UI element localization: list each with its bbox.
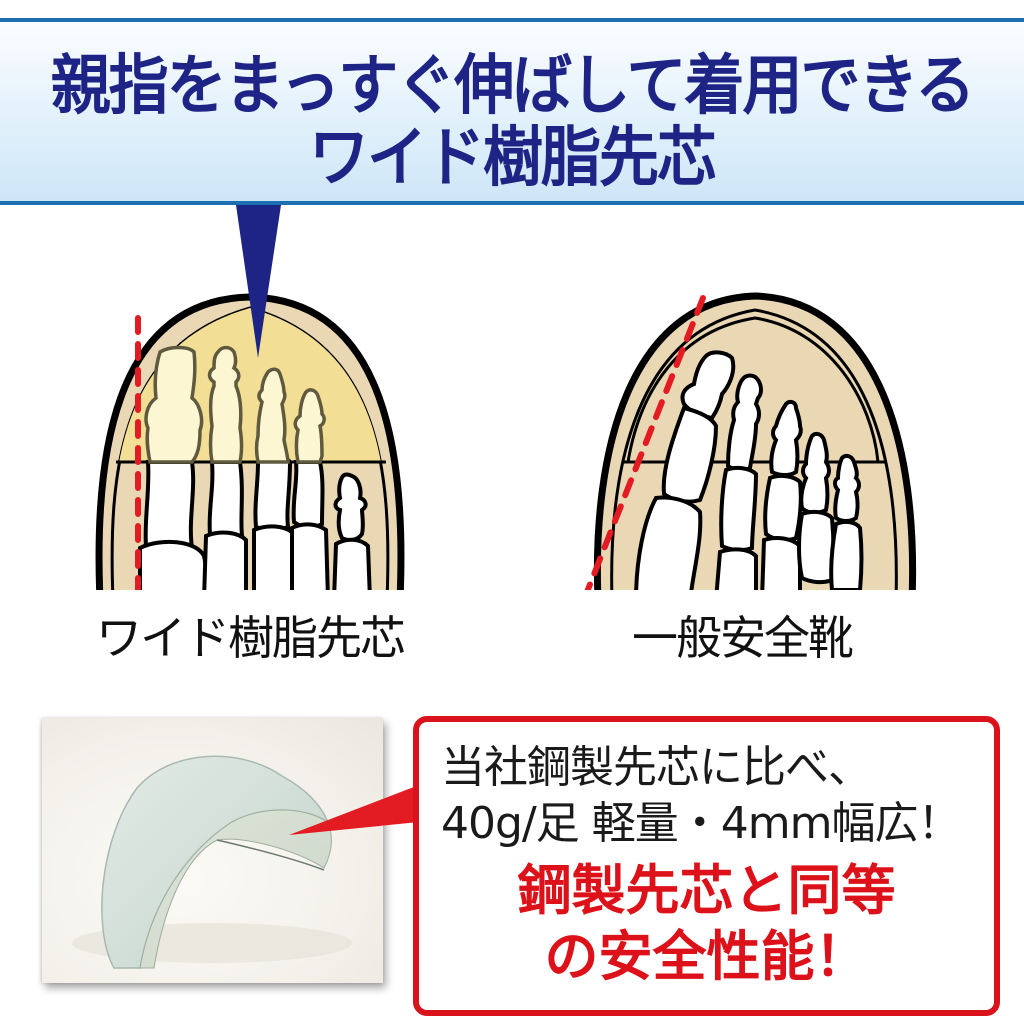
callout-safety-headline-1: 鋼製先芯と同等 [517, 859, 896, 922]
callout-safety-headline-2: の安全性能！ [544, 925, 869, 988]
headline-banner: 親指をまっすぐ伸ばして着用できる ワイド樹脂先芯 [0, 18, 1024, 205]
resin-toe-cap-photo [42, 718, 383, 983]
caption-standard-safety-boot: 一般安全靴 [632, 611, 854, 665]
banner-pointer [236, 205, 281, 358]
toe-cap-image [72, 755, 352, 969]
standard-safety-boot-foot-diagram [584, 292, 917, 590]
big-toe-guide-line-right [584, 295, 706, 590]
headline-line-2: ワイド樹脂先芯 [309, 120, 717, 196]
callout-weight-width-line: 40g/足 軽量・4mm幅広！ [441, 798, 961, 849]
caption-wide-resin-toe-cap: ワイド樹脂先芯 [96, 611, 406, 665]
headline-line-1: 親指をまっすぐ伸ばして着用できる [50, 48, 976, 124]
callout-comparison-line: 当社鋼製先芯に比べ、 [441, 742, 872, 793]
feature-callout-box: 当社鋼製先芯に比べ、 40g/足 軽量・4mm幅広！ 鋼製先芯と同等 の安全性能… [413, 716, 1000, 1016]
wide-resin-toe-cap-foot-diagram [95, 293, 405, 590]
